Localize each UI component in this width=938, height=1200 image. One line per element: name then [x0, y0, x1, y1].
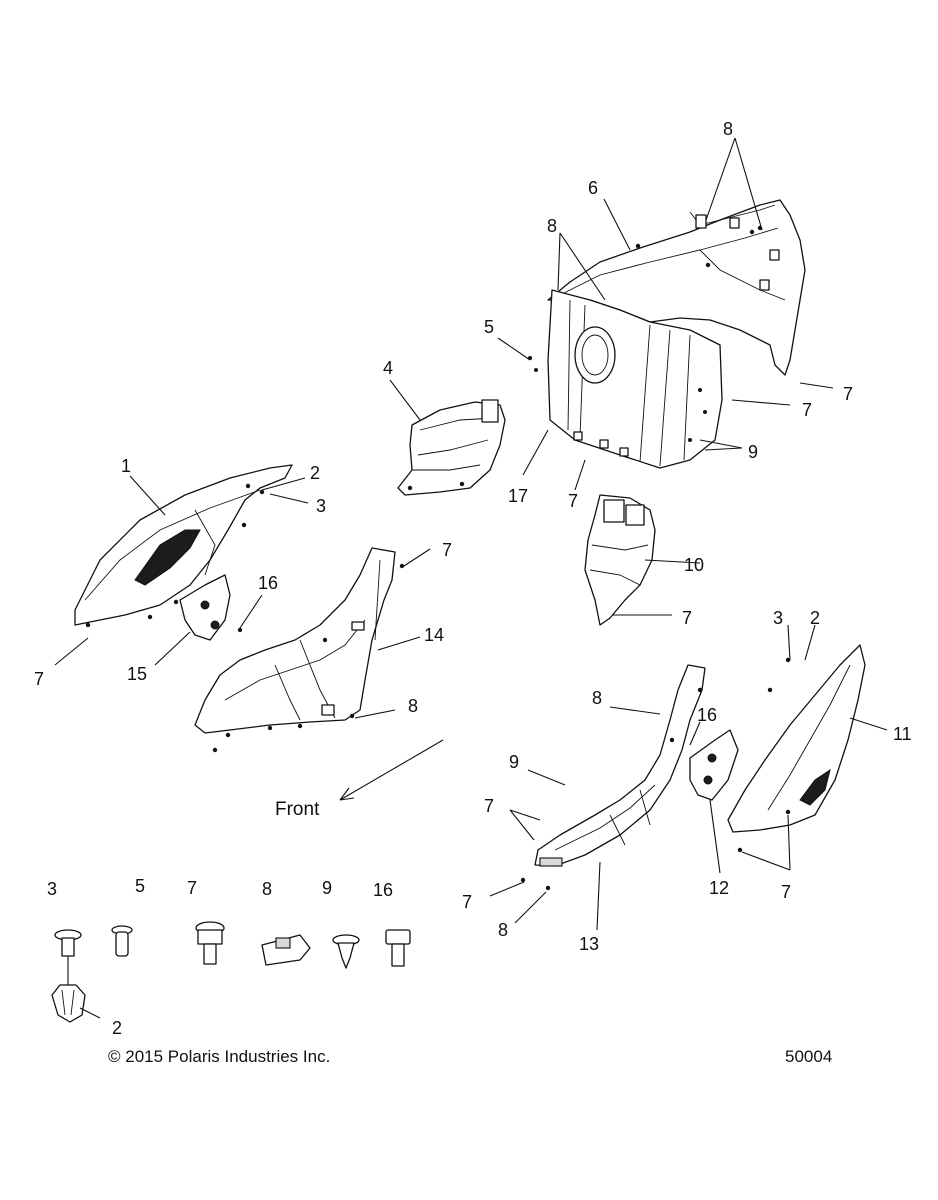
callout-9: 9 — [748, 442, 758, 462]
callout-3: 3 — [316, 496, 326, 516]
callout-7: 7 — [34, 669, 44, 689]
callout-7: 7 — [682, 608, 692, 628]
callout-17: 17 — [508, 486, 528, 506]
hardware-5-screw — [111, 925, 133, 957]
hardware-key — [51, 921, 411, 1023]
callout-8: 8 — [408, 696, 418, 716]
callout-7: 7 — [781, 882, 791, 902]
copyright-notice: © 2015 Polaris Industries Inc. — [108, 1047, 330, 1066]
callout-2: 2 — [810, 608, 820, 628]
part-4-air-scoop — [397, 399, 506, 496]
part-1-left-upper-panel — [74, 464, 293, 628]
callout-8: 8 — [723, 119, 733, 139]
callout-7: 7 — [568, 491, 578, 511]
part-15-bracket — [173, 574, 243, 641]
front-direction-arrow — [339, 739, 444, 801]
callout-16: 16 — [697, 705, 717, 725]
callout-7: 7 — [442, 540, 452, 560]
key-label-2: 2 — [112, 1018, 122, 1038]
hardware-7-bolt — [195, 921, 225, 965]
part-13-right-lower-panel — [520, 664, 706, 891]
hardware-2-clip — [51, 984, 86, 1023]
callout-11: 11 — [893, 724, 912, 744]
key-label-3: 3 — [47, 879, 57, 899]
key-label-8: 8 — [262, 879, 272, 899]
callout-7: 7 — [843, 384, 853, 404]
hardware-8-clip-nut — [261, 934, 311, 966]
callout-7: 7 — [484, 796, 494, 816]
leader-lines — [54, 137, 888, 931]
part-6-rear-panel — [547, 199, 806, 376]
callout-8: 8 — [498, 920, 508, 940]
callout-2: 2 — [310, 463, 320, 483]
callout-9: 9 — [509, 752, 519, 772]
key-label-9: 9 — [322, 878, 332, 898]
callout-1: 1 — [121, 456, 131, 476]
callout-5: 5 — [484, 317, 494, 337]
callout-14: 14 — [424, 625, 444, 645]
callout-15: 15 — [127, 664, 147, 684]
part-10-duct — [584, 494, 656, 626]
callout-7: 7 — [802, 400, 812, 420]
callout-7: 7 — [462, 892, 472, 912]
part-17-center-panel — [528, 289, 723, 469]
key-label-7: 7 — [187, 878, 197, 898]
callout-8: 8 — [547, 216, 557, 236]
hardware-3-screw — [54, 929, 82, 985]
callout-13: 13 — [579, 934, 599, 954]
hardware-9-push-rivet — [332, 934, 360, 969]
callout-labels: 1 2 3 7 15 16 4 5 6 8 8 7 7 9 17 7 10 7 … — [34, 119, 912, 1038]
callout-8: 8 — [592, 688, 602, 708]
hardware-16-bolt — [385, 929, 411, 967]
callout-12: 12 — [709, 878, 729, 898]
diagram-number: 50004 — [785, 1047, 832, 1066]
key-label-5: 5 — [135, 876, 145, 896]
callout-4: 4 — [383, 358, 393, 378]
callout-3: 3 — [773, 608, 783, 628]
part-14-left-lower-panel — [194, 547, 405, 753]
callout-10: 10 — [684, 555, 704, 575]
callout-6: 6 — [588, 178, 598, 198]
front-label: Front — [275, 799, 320, 820]
callout-16: 16 — [258, 573, 278, 593]
key-label-16: 16 — [373, 880, 393, 900]
part-11-right-upper-panel — [727, 644, 866, 853]
part-12-bracket — [689, 729, 739, 801]
